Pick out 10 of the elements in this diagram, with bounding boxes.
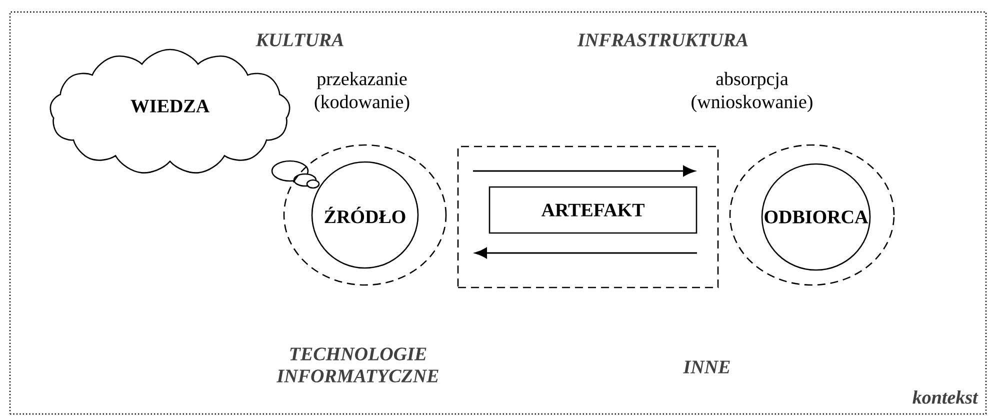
context-label: INNE [683,360,730,374]
dashed-ellipse [729,144,895,286]
dashed-box [457,146,719,288]
artifact-box: ARTEFAKT [488,186,698,234]
dashed-ellipse [283,144,447,286]
context-label: TECHNOLOGIE INFORMATYCZNE [276,348,438,382]
process-label: absorpcja (wnioskowanie) [692,72,812,112]
context-label: KULTURA [256,34,344,46]
context-label: kontekst [912,390,978,404]
context-label: INFRASTRUKTURA [577,34,748,46]
